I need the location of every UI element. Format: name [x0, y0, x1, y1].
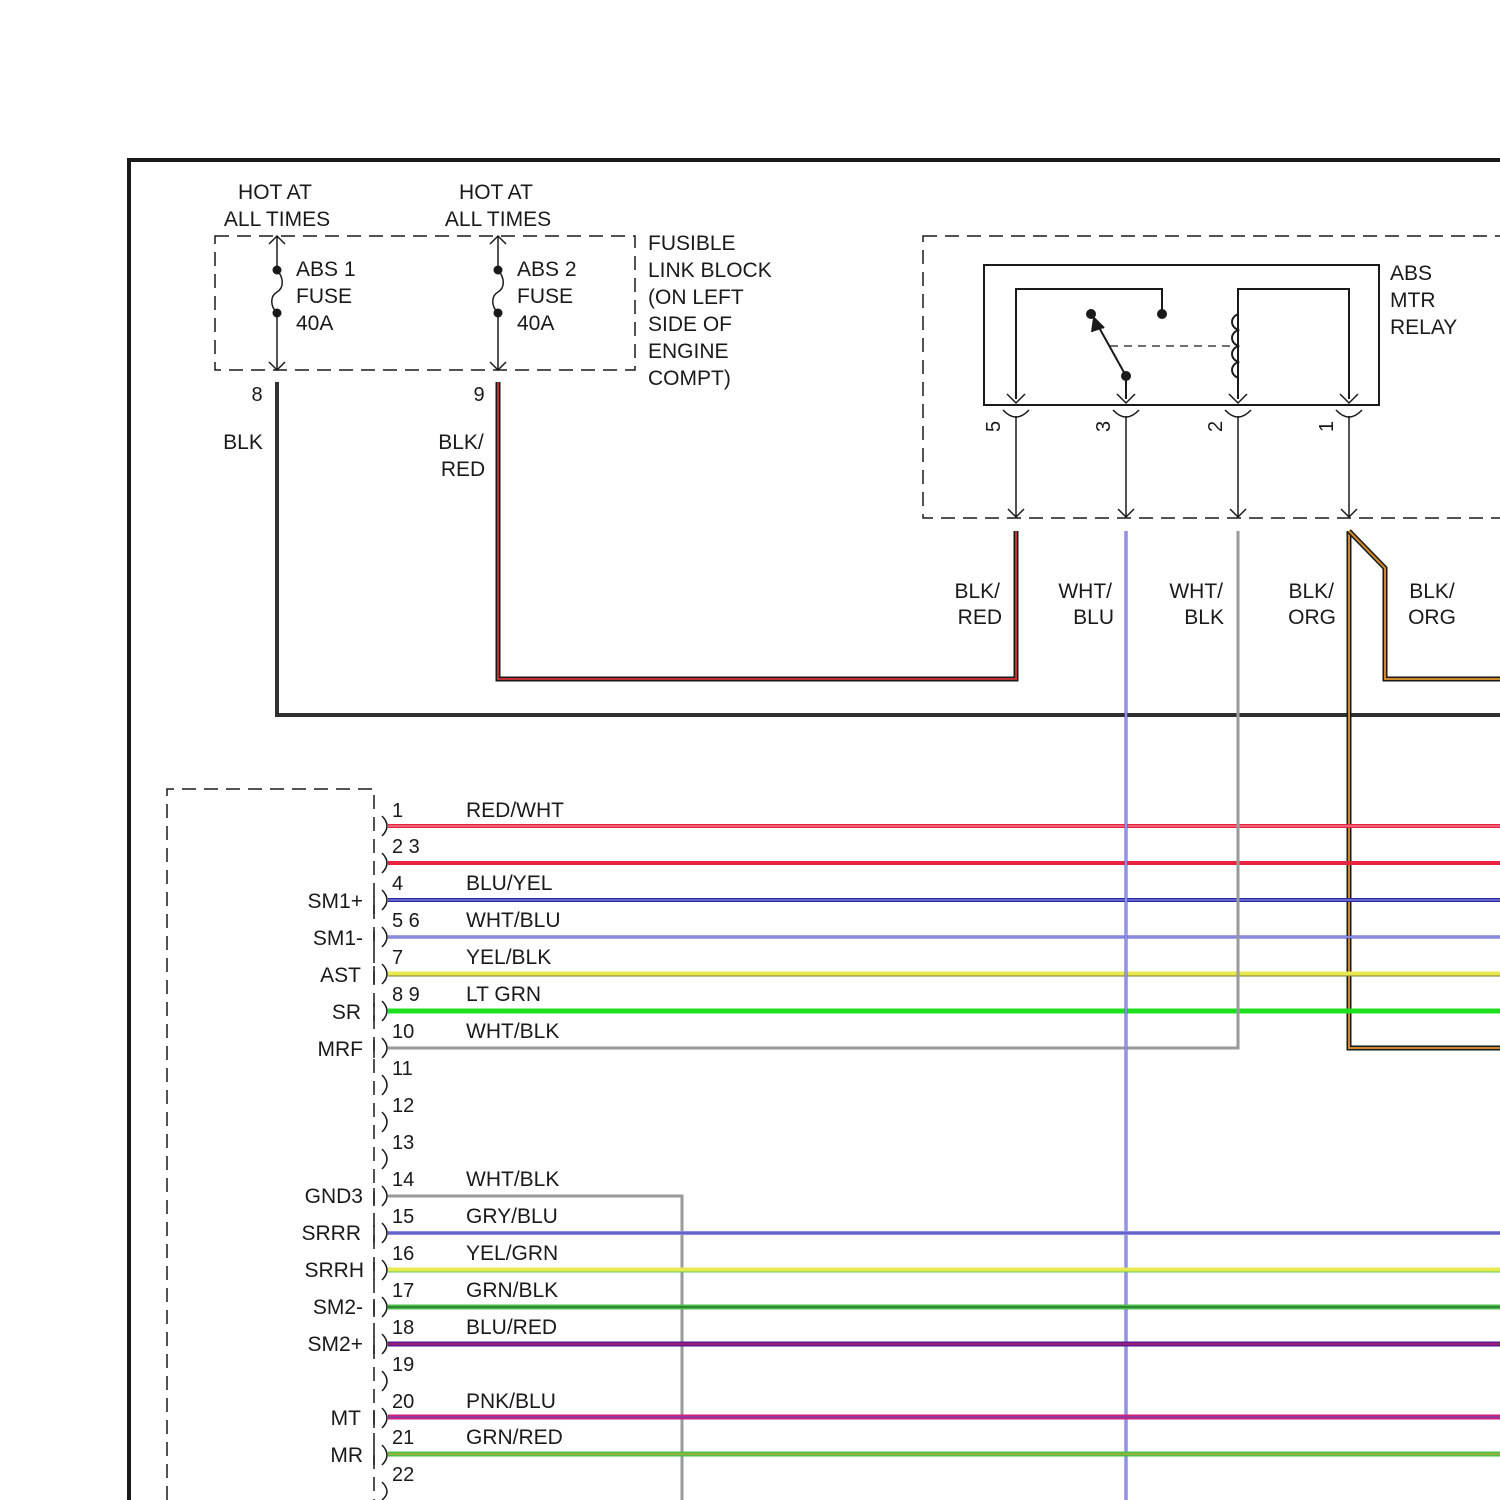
wire-label-pnk-blu: PNK/BLU — [466, 1390, 556, 1413]
pin-8-9: 8 9 — [392, 984, 420, 1006]
abs1-fuse-terminal-top — [273, 266, 282, 275]
fusible-link-label-4: SIDE OF — [648, 313, 732, 336]
relay-wire-extra-label-line2: ORG — [1408, 606, 1456, 629]
wire-label-grn-red: GRN/RED — [466, 1426, 563, 1449]
signal-gnd3: GND3 — [305, 1185, 363, 1208]
pin-14: 14 — [392, 1169, 414, 1191]
relay-pin-3: 3 — [1093, 421, 1115, 432]
pin-2-3: 2 3 — [392, 836, 420, 858]
fuse2-feed-line1: HOT AT — [459, 181, 533, 204]
signal-srrr: SRRR — [301, 1222, 361, 1245]
relay-pin-2: 2 — [1205, 421, 1227, 432]
pin-19: 19 — [392, 1354, 414, 1376]
pin-11: 11 — [392, 1058, 413, 1080]
wire-label-wht-blu: WHT/BLU — [466, 909, 561, 932]
fusible-link-label-3: (ON LEFT — [648, 286, 744, 309]
relay-wire-1-label-line1: BLK/ — [1288, 580, 1334, 603]
relay-contact-pivot — [1086, 309, 1096, 319]
fuse2-wire-label-line1: BLK/ — [438, 431, 484, 454]
fusible-link-label-5: ENGINE — [648, 340, 729, 363]
fuse2-wire-label-line2: RED — [441, 458, 485, 481]
signal-ast: AST — [320, 964, 361, 987]
wire-label-wht-blk-10: WHT/BLK — [466, 1020, 559, 1043]
relay-wire-3-label-line1: WHT/ — [1058, 580, 1112, 603]
pin-1: 1 — [392, 800, 403, 822]
abs2-fuse-type: FUSE — [517, 285, 573, 308]
signal-sm1-plus: SM1+ — [308, 890, 363, 913]
fuse2-feed-line2: ALL TIMES — [445, 208, 551, 231]
wire-label-grn-blk: GRN/BLK — [466, 1279, 558, 1302]
connector-pin-brackets — [374, 816, 387, 1500]
abs2-fuse-rating: 40A — [517, 312, 554, 335]
relay-wire-3-label-line2: BLU — [1073, 606, 1114, 629]
wire-label-red-wht: RED/WHT — [466, 799, 564, 822]
signal-sm2-plus: SM2+ — [308, 1333, 363, 1356]
relay-wire-extra-label-line1: BLK/ — [1409, 580, 1455, 603]
relay-wire-1-label-line2: ORG — [1288, 606, 1336, 629]
wire-label-blu-yel: BLU/YEL — [466, 872, 552, 895]
relay-wire-5-label-line1: BLK/ — [954, 580, 1000, 603]
pin-10: 10 — [392, 1021, 414, 1043]
fuse1-pin-number: 8 — [251, 384, 262, 406]
signal-mr: MR — [330, 1444, 363, 1467]
wire-blk-red-fuse2 — [498, 382, 1016, 679]
relay-switch — [1016, 289, 1349, 399]
abs1-fuse-type: FUSE — [296, 285, 352, 308]
wire-blk-org-branch-stripe — [1349, 531, 1500, 679]
fusible-link-label-1: FUSIBLE — [648, 232, 736, 255]
pin-15: 15 — [392, 1206, 414, 1228]
relay-label-3: RELAY — [1390, 316, 1457, 339]
signal-sm1-minus: SM1- — [313, 927, 363, 950]
fuse1-feed-line1: HOT AT — [238, 181, 312, 204]
wire-label-blu-red: BLU/RED — [466, 1316, 557, 1339]
relay-terminals — [1003, 394, 1362, 517]
abs2-fuse-terminal-top — [494, 266, 503, 275]
abs1-fuse-terminal-bottom — [273, 309, 282, 318]
abs2-fuse-name: ABS 2 — [517, 258, 577, 281]
relay-wire-2-label-line2: BLK — [1184, 606, 1224, 629]
fuse1-wire-label: BLK — [223, 431, 263, 454]
pin-16: 16 — [392, 1243, 414, 1265]
pin-5-6: 5 6 — [392, 910, 420, 932]
signal-srrh: SRRH — [304, 1259, 364, 1282]
abs1-fuse-symbol — [269, 236, 285, 370]
abs2-fuse-symbol — [490, 236, 506, 370]
pin-22: 22 — [392, 1464, 414, 1486]
wire-label-yel-grn: YEL/GRN — [466, 1242, 558, 1265]
fuse1-feed-line2: ALL TIMES — [224, 208, 330, 231]
wire-blk-red-fuse2-stripe — [498, 382, 1016, 679]
fusible-link-label-6: COMPT) — [648, 367, 731, 390]
pin-12: 12 — [392, 1095, 414, 1117]
wire-label-yel-blk: YEL/BLK — [466, 946, 551, 969]
signal-mt: MT — [331, 1407, 361, 1430]
pin-20: 20 — [392, 1391, 414, 1413]
signal-mrf: MRF — [318, 1038, 364, 1061]
relay-body — [984, 265, 1379, 405]
abs2-fuse-terminal-bottom — [494, 309, 503, 318]
relay-pin-5: 5 — [983, 421, 1005, 432]
wire-label-gry-blu: GRY/BLU — [466, 1205, 558, 1228]
abs1-fuse-name: ABS 1 — [296, 258, 356, 281]
relay-label-2: MTR — [1390, 289, 1436, 312]
pin-4: 4 — [392, 873, 403, 895]
relay-contact-no — [1157, 309, 1167, 319]
pin-17: 17 — [392, 1280, 414, 1302]
fusible-link-label-2: LINK BLOCK — [648, 259, 772, 282]
relay-label-1: ABS — [1390, 262, 1432, 285]
signal-sm2-minus: SM2- — [313, 1296, 363, 1319]
pin-21: 21 — [392, 1427, 414, 1449]
relay-pin-1: 1 — [1316, 421, 1338, 432]
wire-label-wht-blk-14: WHT/BLK — [466, 1168, 559, 1191]
pin-7: 7 — [392, 947, 403, 969]
abs1-fuse-rating: 40A — [296, 312, 333, 335]
relay-wire-5-label-line2: RED — [958, 606, 1002, 629]
wire-label-lt-grn: LT GRN — [466, 983, 541, 1006]
relay-contact-common — [1121, 371, 1131, 381]
fuse2-pin-number: 9 — [473, 384, 484, 406]
signal-sr: SR — [332, 1001, 361, 1024]
pin-13: 13 — [392, 1132, 414, 1154]
pin-18: 18 — [392, 1317, 414, 1339]
relay-wire-2-label-line1: WHT/ — [1169, 580, 1223, 603]
